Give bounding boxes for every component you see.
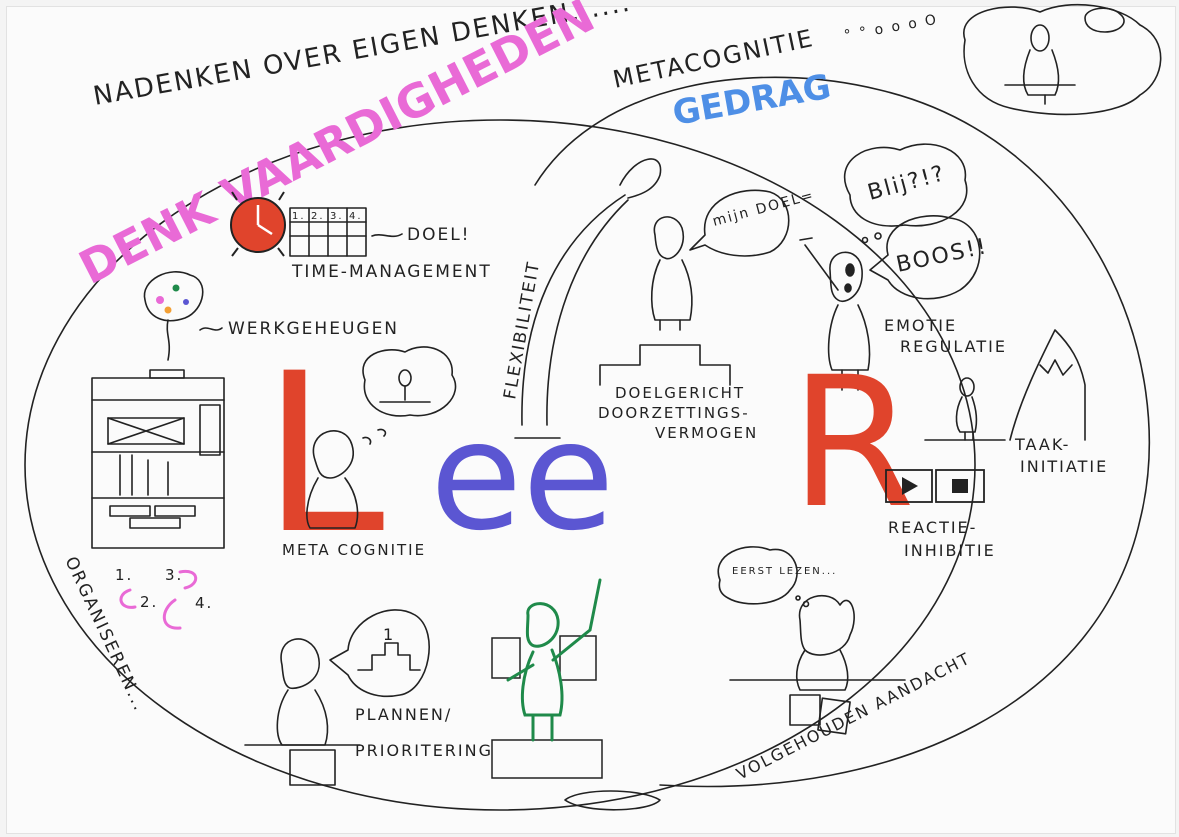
organizing-arrows (119, 569, 198, 630)
happy-thought-bubble (843, 143, 968, 244)
bookcase-icon (91, 369, 225, 549)
goal-label-line1: DOELGERICHT (615, 384, 745, 402)
planning-person-icon (244, 638, 361, 786)
schedule-table-icon (289, 207, 367, 257)
schedule-header-4: 4. (349, 211, 363, 222)
rank-3-label: 3. (165, 566, 183, 584)
metacognition-label: META COGNITIE (282, 541, 426, 559)
paper-sheet (6, 6, 1176, 834)
letter-r: R (790, 339, 915, 548)
metacognition-person-icon (306, 428, 387, 529)
goal-bubble-text: mijn DOEL= (711, 187, 816, 230)
time-management-label: TIME-MANAGEMENT (291, 262, 492, 282)
bottom-scribble (564, 790, 661, 811)
skills-circle-outline (24, 119, 976, 811)
goal-label-line3: VERMOGEN (655, 424, 758, 442)
mountain-person-icon (924, 329, 1086, 441)
goal-label-line2: DOORZETTINGS- (598, 404, 750, 422)
letter-l: L (262, 326, 385, 582)
podium-bubble-icon (329, 609, 430, 698)
metacognition-cloud-icon (362, 346, 457, 417)
planning-label-line1: PLANNEN/ (355, 705, 452, 724)
happy-bubble-text: Blij?!? (865, 161, 948, 206)
time-goal-label: DOEL! (407, 225, 471, 245)
memory-arrow-line (199, 327, 223, 331)
attention-label: VOLGEHOUDEN AANDACHT (733, 648, 974, 783)
working-memory-label: WERKGEHEUGEN (228, 319, 399, 339)
conductor-figure-icon (491, 578, 603, 779)
schedule-header-3: 3. (330, 211, 344, 222)
organizing-label: ORGANISEREN... (60, 554, 149, 715)
tall-bending-figure-icon (514, 158, 662, 439)
goal-person-on-podium-icon (599, 216, 731, 386)
task-initiation-line2: INITIATIE (1020, 457, 1108, 476)
task-initiation-line1: TAAK- (1014, 435, 1070, 454)
behavior-circle-outline (534, 76, 1151, 788)
brain-icon (143, 271, 204, 361)
inhibition-label-line1: REACTIE- (888, 518, 977, 537)
planning-label-line2: PRIORITERING (355, 741, 493, 760)
goal-arrow-line (371, 233, 403, 238)
schedule-header-1: 1. (292, 211, 306, 222)
rank-4-label: 4. (195, 594, 213, 612)
thinking-cloud (963, 3, 1162, 116)
attention-person-icon (729, 594, 906, 735)
alarm-clock-icon (230, 191, 286, 257)
angry-speech-bubble (869, 215, 981, 300)
thinking-person-icon (1004, 24, 1076, 105)
goal-speech-bubble (689, 189, 790, 257)
schedule-header-2: 2. (311, 211, 325, 222)
rank-1-label: 1. (115, 566, 133, 584)
media-buttons-icon (885, 469, 985, 503)
emotion-label-line2: REGULATIE (900, 337, 1007, 356)
podium-rank-label: 1 (383, 625, 395, 644)
flexibility-label: FLEXIBILITEIT (500, 259, 544, 401)
rank-2-label: 2. (140, 593, 158, 611)
thought-dots: ° ° o o o O (843, 12, 939, 44)
emotion-label-line1: EMOTIE (884, 316, 957, 335)
emotion-person-icon (799, 237, 871, 391)
inhibition-label-line2: INHIBITIE (904, 541, 996, 560)
attention-bubble-text: EERST LEZEN... (732, 566, 837, 577)
mini-thinking-icon (1084, 7, 1125, 33)
